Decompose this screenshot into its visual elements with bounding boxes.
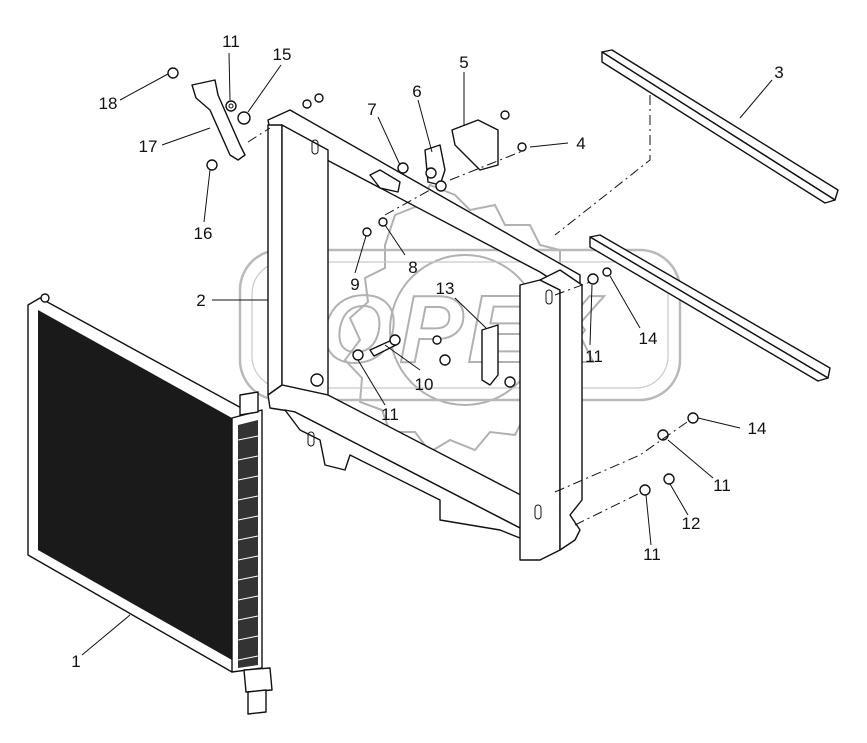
seal-strip-upper [601,49,839,204]
callout-11-lower-right: 11 [713,476,731,495]
seal-strip-lower [589,234,831,382]
callout-12: 12 [682,514,701,533]
leader-lines [81,52,773,656]
radiator-frame [267,109,583,561]
callout-11-right: 11 [585,347,603,366]
callout-16: 16 [194,224,213,243]
callout-8: 8 [408,258,417,277]
callout-2: 2 [196,291,205,310]
reference-line [554,95,651,236]
callout-9: 9 [350,275,359,294]
callout-11-top: 11 [222,32,240,51]
side-bracket [481,324,499,386]
callout-10: 10 [415,375,434,394]
mounting-bracket [191,79,246,161]
callout-5: 5 [459,53,468,72]
callout-15: 15 [273,45,292,64]
callout-18: 18 [99,94,118,113]
callout-14-right: 14 [639,329,658,348]
callout-3: 3 [774,63,783,82]
callout-17: 17 [139,137,158,156]
callout-labels: 1 2 3 4 5 6 7 8 9 10 11 11 11 11 11 12 1… [71,32,783,671]
callout-13: 13 [436,279,455,298]
callout-6: 6 [412,82,421,101]
bolt [369,334,401,357]
callout-11-center: 11 [381,405,399,424]
callout-4: 4 [576,134,585,153]
condenser-core [27,293,273,715]
watermark-banner [238,248,682,402]
callout-14-lower-right: 14 [748,419,767,438]
callout-11-bottom: 11 [643,545,661,564]
callout-1: 1 [71,652,80,671]
assembly-lines [247,127,691,526]
callout-7: 7 [367,100,376,119]
